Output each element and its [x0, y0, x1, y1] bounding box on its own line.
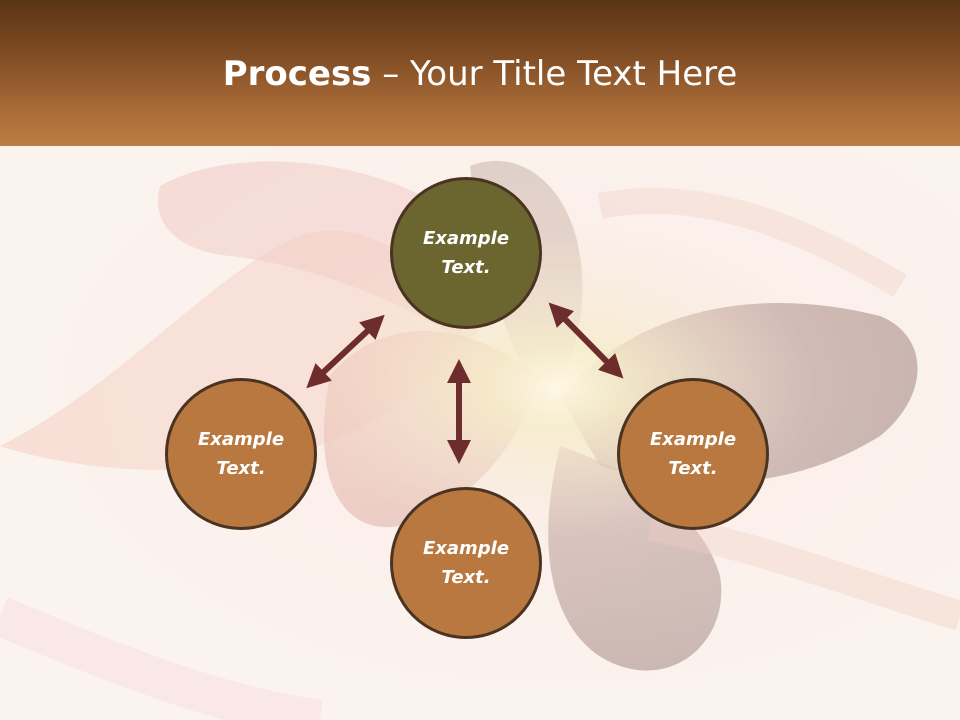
node-left-label: Example Text. — [197, 429, 285, 479]
node-left: Example Text. — [165, 378, 317, 530]
node-right: Example Text. — [617, 378, 769, 530]
node-top-label: Example Text. — [422, 228, 510, 278]
node-bottom-label: Example Text. — [422, 538, 510, 588]
node-right-label: Example Text. — [649, 429, 737, 479]
arrow-top-right — [548, 302, 624, 379]
slide-title: Process – Your Title Text Here — [0, 52, 960, 96]
title-bar: Process – Your Title Text Here — [0, 0, 960, 146]
node-top: Example Text. — [390, 177, 542, 329]
title-bold: Process — [222, 54, 372, 94]
arrow-top-left — [306, 314, 385, 389]
node-bottom: Example Text. — [390, 487, 542, 639]
title-rest: – Your Title Text Here — [371, 54, 738, 94]
